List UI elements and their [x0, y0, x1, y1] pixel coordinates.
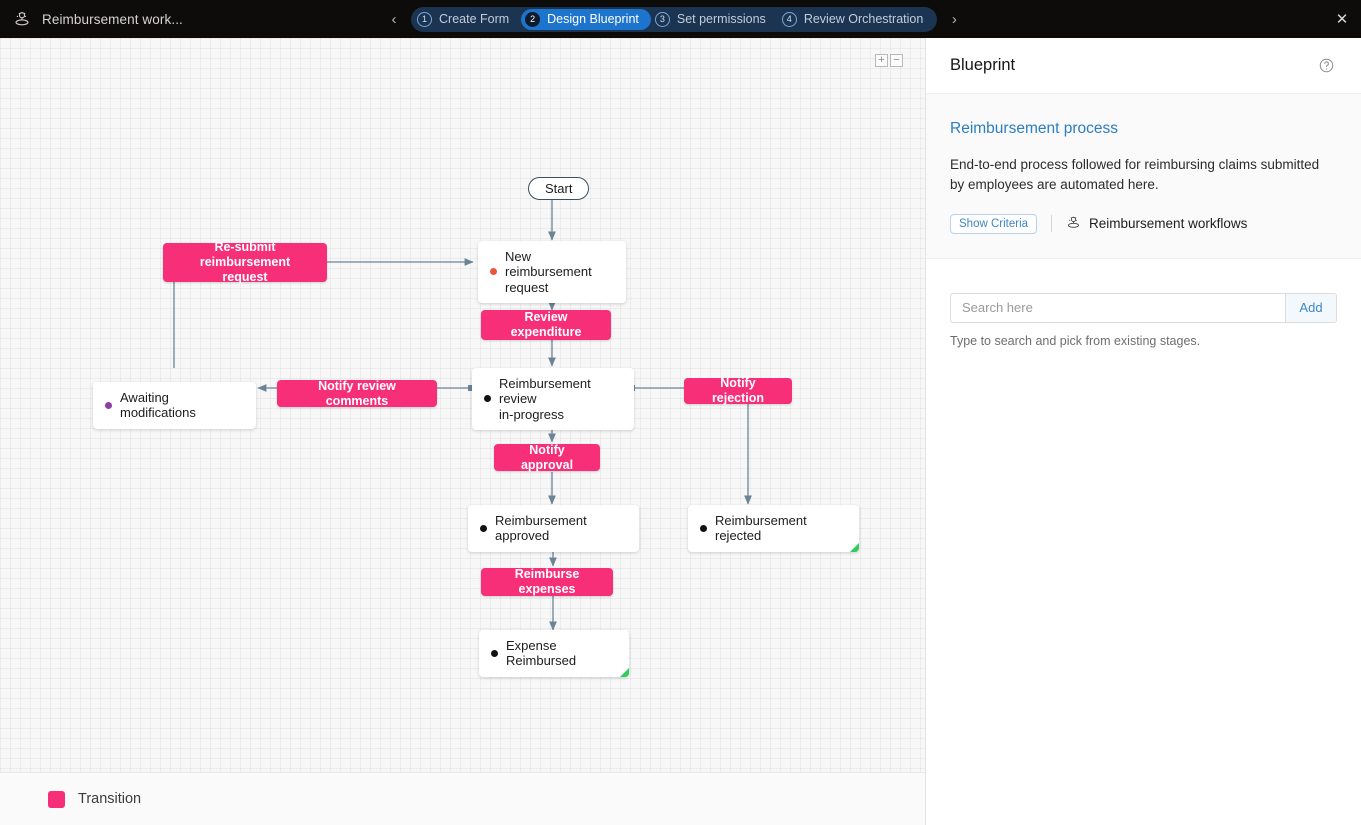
search-row: Add [950, 292, 1337, 323]
reimbursement-workflows-link[interactable]: Reimbursement workflows [1066, 215, 1247, 233]
terminal-state-marker-icon [620, 667, 629, 677]
zoom-controls: + − [875, 54, 903, 67]
step-number: 1 [417, 11, 432, 27]
node-new-reimbursement-request[interactable]: New reimbursement request [478, 241, 626, 303]
node-label: Awaiting modifications [120, 390, 196, 421]
blueprint-panel: Blueprint Reimbursement process End-to-e… [925, 38, 1361, 825]
help-circle-icon[interactable] [1319, 58, 1334, 73]
process-meta-row: Show Criteria Reimbursement workflows [950, 213, 1335, 234]
show-criteria-button[interactable]: Show Criteria [950, 213, 1038, 234]
workflow-icon [13, 10, 31, 28]
step-label: Create Form [439, 12, 510, 26]
close-icon[interactable]: ✕ [1335, 11, 1349, 28]
transition-reimburse-expenses[interactable]: Reimburse expenses [481, 567, 613, 596]
top-bar: Reimbursement work... ‹ 1 Create Form 2 … [0, 0, 1361, 38]
node-label: Reimbursement rejected [715, 513, 807, 544]
step-number: 4 [781, 11, 797, 27]
status-dot [105, 401, 112, 409]
topbar-left-group: Reimbursement work... [0, 10, 183, 28]
status-dot [700, 524, 707, 532]
step-number: 3 [654, 11, 670, 27]
node-reimbursement-approved[interactable]: Reimbursement approved [468, 505, 639, 552]
transition-notify-approval[interactable]: Notify approval [494, 443, 600, 472]
status-dot [480, 524, 487, 532]
node-label: Reimbursement review in-progress [499, 376, 591, 422]
step-create-form[interactable]: 1 Create Form [413, 9, 521, 30]
step-label: Design Blueprint [547, 12, 639, 26]
transition-re-submit-reimbursement-request[interactable]: Re-submit reimbursement request [163, 240, 327, 284]
chevron-left-icon[interactable]: ‹ [391, 10, 397, 28]
step-review-orchestration[interactable]: 4 Review Orchestration [778, 9, 936, 30]
step-label: Set permissions [676, 12, 766, 26]
terminal-state-marker-icon [850, 542, 859, 552]
status-dot [484, 395, 491, 403]
workflow-icon [1066, 215, 1081, 233]
step-design-blueprint[interactable]: 2 Design Blueprint [521, 8, 651, 30]
start-node[interactable]: Start [528, 177, 590, 200]
app-title: Reimbursement work... [42, 11, 183, 27]
blueprint-canvas[interactable]: + − [0, 38, 925, 772]
status-dot [490, 268, 497, 276]
node-label: New reimbursement request [505, 249, 592, 295]
search-input[interactable] [950, 292, 1285, 323]
node-expense-reimbursed[interactable]: Expense Reimbursed [479, 630, 629, 677]
stage-search-section: Add Type to search and pick from existin… [926, 259, 1361, 348]
node-awaiting-modifications[interactable]: Awaiting modifications [93, 382, 256, 429]
workflow-link-label: Reimbursement workflows [1089, 216, 1248, 231]
zoom-in-button[interactable]: + [875, 54, 888, 67]
panel-header: Blueprint [926, 38, 1361, 94]
legend-bar: Transition [0, 772, 925, 825]
process-description: End-to-end process followed for reimburs… [950, 157, 1320, 193]
node-label: Reimbursement approved [495, 513, 587, 544]
add-button[interactable]: Add [1285, 292, 1337, 323]
search-hint: Type to search and pick from existing st… [950, 333, 1201, 348]
transition-review-expenditure[interactable]: Review expenditure [481, 310, 611, 340]
process-info-section: Reimbursement process End-to-end process… [926, 94, 1361, 259]
transition-notify-review-comments[interactable]: Notify review comments [277, 379, 437, 408]
node-label: Expense Reimbursed [506, 638, 577, 669]
step-label: Review Orchestration [803, 12, 924, 26]
status-dot [491, 649, 498, 657]
node-reimbursement-review-in-progress[interactable]: Reimbursement review in-progress [472, 368, 634, 430]
process-title[interactable]: Reimbursement process [950, 120, 1118, 137]
legend-transition-label: Transition [78, 791, 142, 807]
stepper: 1 Create Form 2 Design Blueprint 3 Set p… [411, 6, 938, 32]
step-set-permissions[interactable]: 3 Set permissions [651, 9, 778, 30]
zoom-out-button[interactable]: − [890, 54, 903, 67]
node-reimbursement-rejected[interactable]: Reimbursement rejected [688, 505, 859, 552]
stepper-container: ‹ 1 Create Form 2 Design Blueprint 3 Set… [385, 0, 963, 38]
legend-transition-swatch [48, 790, 65, 808]
transition-label: Re-submit reimbursement request [199, 240, 291, 284]
chevron-right-icon[interactable]: › [951, 10, 957, 28]
meta-divider [1051, 215, 1053, 232]
step-number: 2 [525, 11, 541, 27]
transition-notify-rejection[interactable]: Notify rejection [684, 376, 792, 405]
panel-title: Blueprint [950, 56, 1016, 74]
